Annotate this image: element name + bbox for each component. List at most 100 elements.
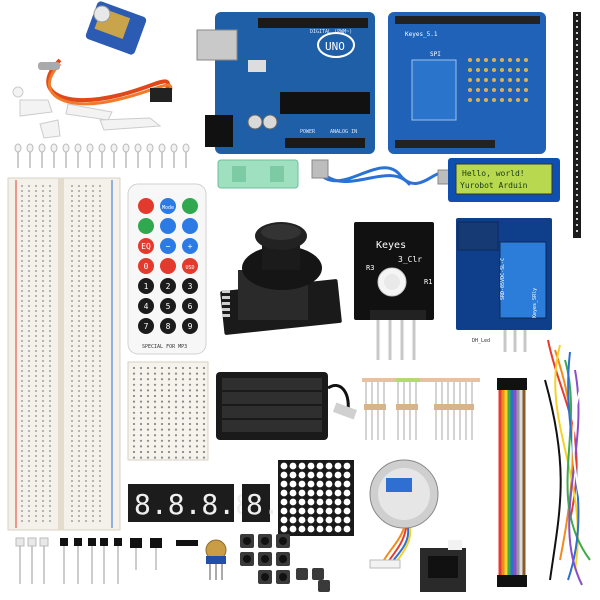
breadboard-hole — [35, 315, 37, 317]
breadboard-hole — [99, 490, 101, 492]
breadboard-hole — [92, 520, 94, 522]
breadboard-hole — [21, 220, 23, 222]
breadboard-hole — [99, 520, 101, 522]
breadboard-hole — [49, 400, 51, 402]
breadboard-hole — [49, 505, 51, 507]
lcd-line1: Hello, world! — [462, 169, 525, 178]
breadboard-hole — [289, 525, 297, 533]
lcd-display: Hello, world! Yurobot Arduin — [448, 158, 560, 202]
breadboard-hole — [195, 428, 199, 431]
breadboard-hole — [21, 465, 23, 467]
breadboard-hole — [92, 445, 94, 447]
breadboard-hole — [28, 355, 30, 357]
breadboard-hole — [28, 215, 30, 217]
led-row — [14, 143, 190, 168]
breadboard-hole — [42, 305, 44, 307]
breadboard-hole — [21, 450, 23, 452]
breadboard-hole — [343, 516, 351, 524]
breadboard-hole — [42, 260, 44, 262]
breadboard-hole — [49, 205, 51, 207]
breadboard-hole — [92, 455, 94, 457]
breadboard-hole — [35, 425, 37, 427]
breadboard-hole — [49, 295, 51, 297]
breadboard-hole — [92, 250, 94, 252]
remote-key-label: Mode — [162, 205, 174, 211]
relay-part-label: SRD-05VDC-SL-C — [500, 258, 506, 300]
breadboard-hole — [298, 525, 306, 533]
breadboard-hole — [28, 490, 30, 492]
breadboard-hole — [42, 470, 44, 472]
breadboard-hole — [160, 389, 164, 392]
breadboard-hole — [298, 462, 306, 470]
breadboard-hole — [85, 495, 87, 497]
breadboard-hole — [42, 185, 44, 187]
breadboard-hole — [92, 210, 94, 212]
breadboard-hole — [28, 200, 30, 202]
breadboard-hole — [71, 365, 73, 367]
breadboard-hole — [49, 470, 51, 472]
breadboard-hole — [146, 434, 150, 437]
breadboard-hole — [202, 445, 206, 448]
breadboard-hole — [85, 310, 87, 312]
breadboard-hole — [71, 270, 73, 272]
uno-digital-label: DIGITAL (PWM~) — [310, 29, 352, 35]
breadboard-hole — [92, 365, 94, 367]
breadboard-hole — [289, 507, 297, 515]
breadboard-hole — [49, 190, 51, 192]
breadboard-hole — [35, 370, 37, 372]
breadboard-hole — [35, 515, 37, 517]
breadboard-hole — [35, 190, 37, 192]
breadboard-hole — [132, 417, 136, 420]
breadboard-hole — [85, 385, 87, 387]
breadboard-hole — [78, 385, 80, 387]
breadboard-hole — [99, 260, 101, 262]
servo-motor — [38, 1, 173, 106]
breadboard-hole — [21, 280, 23, 282]
breadboard-hole — [35, 470, 37, 472]
breadboard-hole — [42, 430, 44, 432]
breadboard-hole — [21, 460, 23, 462]
breadboard-hole — [195, 372, 199, 375]
breadboard-hole — [195, 366, 199, 370]
breadboard-hole — [78, 405, 80, 407]
breadboard-hole — [307, 471, 315, 479]
breadboard-hole — [49, 515, 51, 517]
breadboard-hole — [325, 507, 333, 515]
breadboard-hole — [99, 415, 101, 417]
breadboard-hole — [28, 400, 30, 402]
breadboard-hole — [78, 215, 80, 217]
breadboard-hole — [49, 255, 51, 257]
joystick-module — [220, 222, 342, 335]
breadboard-hole — [71, 465, 73, 467]
breadboard-hole — [188, 383, 192, 386]
remote-key-label: − — [166, 242, 171, 251]
breadboard-hole — [99, 480, 101, 482]
breadboard-hole — [35, 285, 37, 287]
breadboard-hole — [28, 345, 30, 347]
breadboard-hole — [92, 295, 94, 297]
led-matrix — [278, 460, 354, 536]
breadboard-hole — [71, 215, 73, 217]
breadboard-hole — [28, 225, 30, 227]
breadboard-hole — [85, 330, 87, 332]
breadboard-hole — [85, 230, 87, 232]
breadboard-hole — [35, 365, 37, 367]
breadboard-hole — [139, 434, 143, 437]
breadboard-hole — [35, 300, 37, 302]
breadboard-hole — [202, 450, 206, 454]
breadboard-hole — [35, 270, 37, 272]
breadboard-hole — [85, 240, 87, 242]
breadboard-hole — [92, 185, 94, 187]
breadboard-hole — [28, 420, 30, 422]
breadboard-hole — [42, 340, 44, 342]
breadboard-hole — [195, 378, 199, 381]
breadboard-hole — [92, 470, 94, 472]
breadboard-hole — [92, 500, 94, 502]
breadboard-hole — [49, 240, 51, 242]
breadboard-hole — [167, 422, 171, 426]
breadboard-hole — [132, 383, 136, 386]
breadboard-hole — [132, 400, 136, 403]
breadboard-hole — [35, 310, 37, 312]
breadboard-hole — [343, 489, 351, 497]
remote-key — [182, 258, 198, 274]
